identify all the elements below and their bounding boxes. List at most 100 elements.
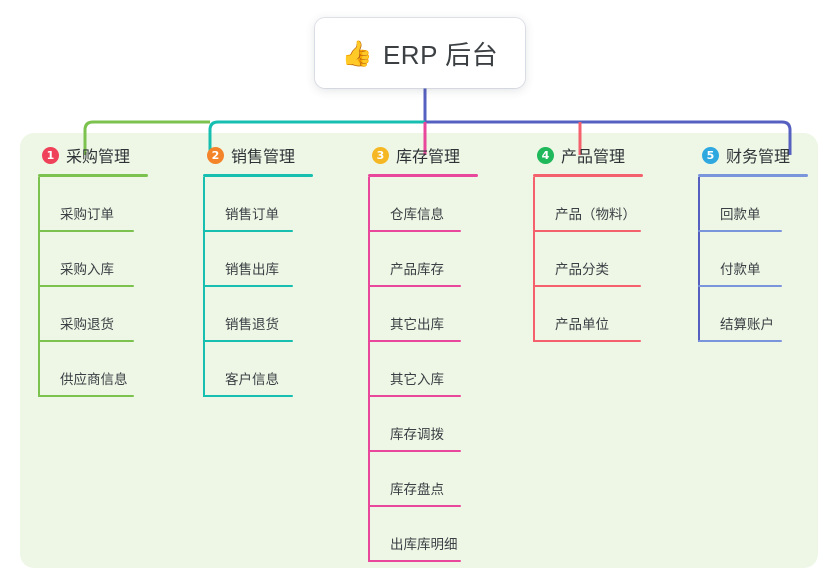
child-label: 库存调拨 <box>390 427 444 442</box>
child-label: 结算账户 <box>720 317 774 332</box>
child-label: 产品单位 <box>555 317 609 332</box>
branch-number-badge: 1 <box>42 146 59 164</box>
branch-child-item[interactable]: 销售出库 <box>203 232 313 287</box>
branch-child-item[interactable]: 产品单位 <box>533 287 643 342</box>
branch-child-item[interactable]: 其它入库 <box>368 342 478 397</box>
branch-child-item[interactable]: 出库库明细 <box>368 507 478 562</box>
branch-title: 产品管理 <box>561 149 626 166</box>
child-label: 回款单 <box>720 207 761 222</box>
branch-child-item[interactable]: 销售订单 <box>203 177 313 232</box>
branch-child-item[interactable]: 产品库存 <box>368 232 478 287</box>
child-stem-line <box>368 452 370 507</box>
branch-child-item[interactable]: 库存调拨 <box>368 397 478 452</box>
branch-children: 仓库信息产品库存其它出库其它入库库存调拨库存盘点出库库明细 <box>368 177 478 562</box>
branch-children: 产品（物料） 产品分类产品单位 <box>533 177 643 342</box>
child-rule <box>698 285 782 287</box>
branch-child-item[interactable]: 销售退货 <box>203 287 313 342</box>
branch-header-4[interactable]: 4 产品管理 <box>533 142 643 168</box>
branch-header-2[interactable]: 2 销售管理 <box>203 142 313 168</box>
branch-number-badge: 2 <box>207 146 224 164</box>
child-stem-line <box>698 287 700 342</box>
branches-panel <box>20 133 818 568</box>
branch-number-badge: 4 <box>537 146 554 164</box>
branch-header-1[interactable]: 1 采购管理 <box>38 142 148 168</box>
child-stem-line <box>203 232 205 287</box>
child-rule <box>368 560 461 562</box>
child-label: 库存盘点 <box>390 482 444 497</box>
branch-column-1: 1 采购管理采购订单采购入库采购退货供应商信息 <box>38 142 148 397</box>
branch-child-item[interactable]: 供应商信息 <box>38 342 148 397</box>
child-stem-line <box>533 287 535 342</box>
child-rule <box>368 395 461 397</box>
child-label: 仓库信息 <box>390 207 444 222</box>
branch-column-4: 4 产品管理产品（物料） 产品分类产品单位 <box>533 142 643 342</box>
child-stem-line <box>368 232 370 287</box>
child-rule <box>38 395 134 397</box>
branch-child-item[interactable]: 采购退货 <box>38 287 148 342</box>
branch-column-3: 3 库存管理仓库信息产品库存其它出库其它入库库存调拨库存盘点出库库明细 <box>368 142 478 562</box>
child-stem-line <box>368 507 370 562</box>
branch-child-item[interactable]: 产品分类 <box>533 232 643 287</box>
child-rule <box>368 450 461 452</box>
child-rule <box>698 340 782 342</box>
child-rule <box>38 230 134 232</box>
branch-children: 回款单付款单结算账户 <box>698 177 808 342</box>
child-label: 出库库明细 <box>390 537 458 552</box>
child-rule <box>368 340 461 342</box>
branch-number-badge: 3 <box>372 146 389 164</box>
child-stem-line <box>38 287 40 342</box>
child-rule <box>38 285 134 287</box>
branch-title: 库存管理 <box>396 149 461 166</box>
branch-child-item[interactable]: 采购订单 <box>38 177 148 232</box>
branch-child-item[interactable]: 客户信息 <box>203 342 313 397</box>
branch-children: 采购订单采购入库采购退货供应商信息 <box>38 177 148 397</box>
branch-child-item[interactable]: 仓库信息 <box>368 177 478 232</box>
child-stem-line <box>38 177 40 232</box>
child-rule <box>203 340 293 342</box>
child-rule <box>203 285 293 287</box>
branch-header-rule <box>533 174 643 177</box>
branch-child-item[interactable]: 结算账户 <box>698 287 808 342</box>
branch-column-2: 2 销售管理销售订单销售出库销售退货客户信息 <box>203 142 313 397</box>
branch-header-rule <box>38 174 148 177</box>
child-stem-line <box>368 287 370 342</box>
child-label: 销售出库 <box>225 262 279 277</box>
root-node[interactable]: 👍 ERP 后台 <box>315 18 525 88</box>
child-label: 客户信息 <box>225 372 279 387</box>
child-rule <box>368 505 461 507</box>
child-rule <box>203 230 293 232</box>
child-stem-line <box>38 342 40 397</box>
branch-child-item[interactable]: 库存盘点 <box>368 452 478 507</box>
branch-header-rule <box>368 174 478 177</box>
branch-child-item[interactable]: 采购入库 <box>38 232 148 287</box>
branch-header-5[interactable]: 5 财务管理 <box>698 142 808 168</box>
child-rule <box>698 230 782 232</box>
child-stem-line <box>368 397 370 452</box>
child-rule <box>533 285 641 287</box>
child-stem-line <box>533 232 535 287</box>
branch-number-badge: 5 <box>702 146 719 164</box>
branch-title: 采购管理 <box>66 149 131 166</box>
child-label: 其它出库 <box>390 317 444 332</box>
branch-column-5: 5 财务管理回款单付款单结算账户 <box>698 142 808 342</box>
branch-children: 销售订单销售出库销售退货客户信息 <box>203 177 313 397</box>
branch-child-item[interactable]: 其它出库 <box>368 287 478 342</box>
branch-child-item[interactable]: 付款单 <box>698 232 808 287</box>
branch-header-3[interactable]: 3 库存管理 <box>368 142 478 168</box>
child-rule <box>368 230 461 232</box>
child-rule <box>203 395 293 397</box>
child-stem-line <box>698 177 700 232</box>
branch-child-item[interactable]: 回款单 <box>698 177 808 232</box>
branch-title: 销售管理 <box>231 149 296 166</box>
child-label: 产品库存 <box>390 262 444 277</box>
child-stem-line <box>698 232 700 287</box>
child-label: 采购订单 <box>60 207 114 222</box>
branch-header-rule <box>203 174 313 177</box>
branch-child-item[interactable]: 产品（物料） <box>533 177 643 232</box>
child-label: 产品分类 <box>555 262 609 277</box>
child-label: 其它入库 <box>390 372 444 387</box>
branch-title: 财务管理 <box>726 149 791 166</box>
child-stem-line <box>368 342 370 397</box>
child-rule <box>533 340 641 342</box>
